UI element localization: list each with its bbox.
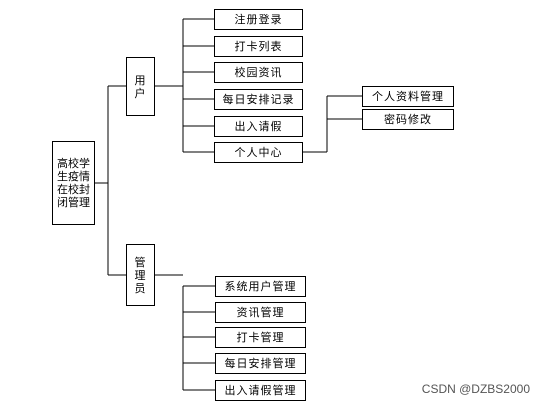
node-label: 每日安排记录 bbox=[222, 93, 295, 106]
node-label: 校园资讯 bbox=[234, 66, 283, 79]
node-label: 每日安排管理 bbox=[224, 357, 297, 370]
node-label: 资讯管理 bbox=[236, 306, 285, 319]
node-password-change: 密码修改 bbox=[362, 109, 454, 130]
branch-admin-label: 管理员 bbox=[134, 255, 147, 295]
node-label: 注册登录 bbox=[234, 13, 283, 26]
root-node: 高校学生疫情在校封闭管理 bbox=[52, 141, 95, 225]
node-user-checkin-list: 打卡列表 bbox=[214, 36, 303, 57]
node-user-personal-center: 个人中心 bbox=[214, 142, 303, 163]
node-label: 打卡列表 bbox=[234, 40, 283, 53]
node-profile-management: 个人资料管理 bbox=[362, 86, 454, 107]
watermark: CSDN @DZBS2000 bbox=[421, 382, 530, 396]
node-label: 个人中心 bbox=[234, 146, 283, 159]
node-label: 出入请假 bbox=[234, 120, 283, 133]
node-admin-news: 资讯管理 bbox=[215, 302, 306, 323]
node-label: 打卡管理 bbox=[236, 331, 285, 344]
branch-admin: 管理员 bbox=[126, 244, 155, 306]
node-user-leave-request: 出入请假 bbox=[214, 116, 303, 137]
node-admin-system-users: 系统用户管理 bbox=[215, 276, 306, 297]
node-admin-daily-schedule: 每日安排管理 bbox=[215, 353, 306, 374]
node-label: 密码修改 bbox=[384, 113, 432, 126]
root-label: 高校学生疫情在校封闭管理 bbox=[57, 157, 90, 209]
branch-user-label: 用户 bbox=[134, 73, 147, 100]
node-admin-checkin: 打卡管理 bbox=[215, 327, 306, 348]
node-label: 个人资料管理 bbox=[372, 90, 444, 103]
branch-user: 用户 bbox=[126, 57, 155, 116]
node-user-register-login: 注册登录 bbox=[214, 9, 303, 30]
node-label: 出入请假管理 bbox=[224, 384, 297, 397]
node-admin-leave-management: 出入请假管理 bbox=[215, 380, 306, 401]
node-user-campus-news: 校园资讯 bbox=[214, 62, 303, 83]
node-label: 系统用户管理 bbox=[224, 280, 297, 293]
node-user-daily-schedule: 每日安排记录 bbox=[214, 89, 303, 110]
